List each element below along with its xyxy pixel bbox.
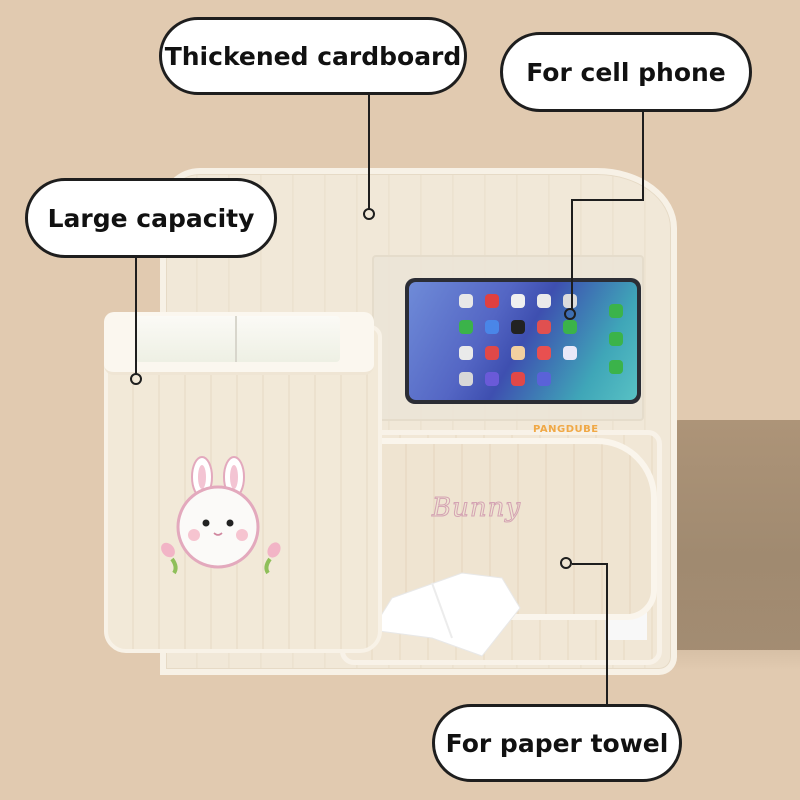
large-capacity-bin bbox=[104, 325, 382, 653]
bunny-embroidery-icon bbox=[161, 456, 281, 575]
app-icon bbox=[563, 320, 577, 334]
app-icon bbox=[537, 372, 551, 386]
callout-cell-phone: For cell phone bbox=[500, 32, 752, 112]
leader-line bbox=[606, 563, 608, 706]
app-icon bbox=[609, 360, 623, 374]
bunny-embroidery-text: Bunny bbox=[431, 493, 522, 524]
callout-label: Large capacity bbox=[47, 203, 255, 233]
app-icon bbox=[537, 320, 551, 334]
app-icon bbox=[459, 320, 473, 334]
leader-line bbox=[571, 199, 573, 309]
brand-label: PANGDUBE bbox=[533, 424, 599, 435]
cell-phone-image bbox=[405, 278, 641, 404]
diaper-packs bbox=[135, 316, 340, 362]
callout-large-capacity: Large capacity bbox=[25, 178, 277, 258]
app-icon bbox=[609, 304, 623, 318]
app-icon bbox=[459, 372, 473, 386]
leader-line bbox=[135, 258, 137, 374]
app-icon bbox=[485, 294, 499, 308]
app-icon bbox=[511, 294, 525, 308]
leader-line bbox=[572, 563, 608, 565]
app-icon bbox=[485, 346, 499, 360]
callout-label: For paper towel bbox=[445, 728, 669, 758]
tissue-paper-icon bbox=[372, 572, 521, 657]
callout-paper-towel: For paper towel bbox=[432, 704, 682, 782]
app-icon bbox=[459, 346, 473, 360]
callout-label: Thickened cardboard bbox=[164, 41, 462, 71]
callout-marker-icon bbox=[560, 557, 572, 569]
leader-line bbox=[642, 112, 644, 200]
callout-thickened-cardboard: Thickened cardboard bbox=[159, 17, 467, 95]
leader-line bbox=[368, 95, 370, 209]
app-icon bbox=[485, 372, 499, 386]
callout-marker-icon bbox=[130, 373, 142, 385]
phone-screen bbox=[409, 282, 637, 400]
app-icon bbox=[511, 346, 525, 360]
app-icon bbox=[537, 294, 551, 308]
callout-marker-icon bbox=[564, 308, 576, 320]
app-icon bbox=[511, 320, 525, 334]
app-icon bbox=[485, 320, 499, 334]
callout-marker-icon bbox=[363, 208, 375, 220]
app-icon bbox=[609, 332, 623, 346]
callout-label: For cell phone bbox=[526, 57, 726, 87]
app-icon bbox=[563, 294, 577, 308]
app-icon bbox=[459, 294, 473, 308]
app-icon bbox=[511, 372, 525, 386]
app-icon bbox=[563, 346, 577, 360]
leader-line bbox=[571, 199, 644, 201]
app-icon bbox=[537, 346, 551, 360]
